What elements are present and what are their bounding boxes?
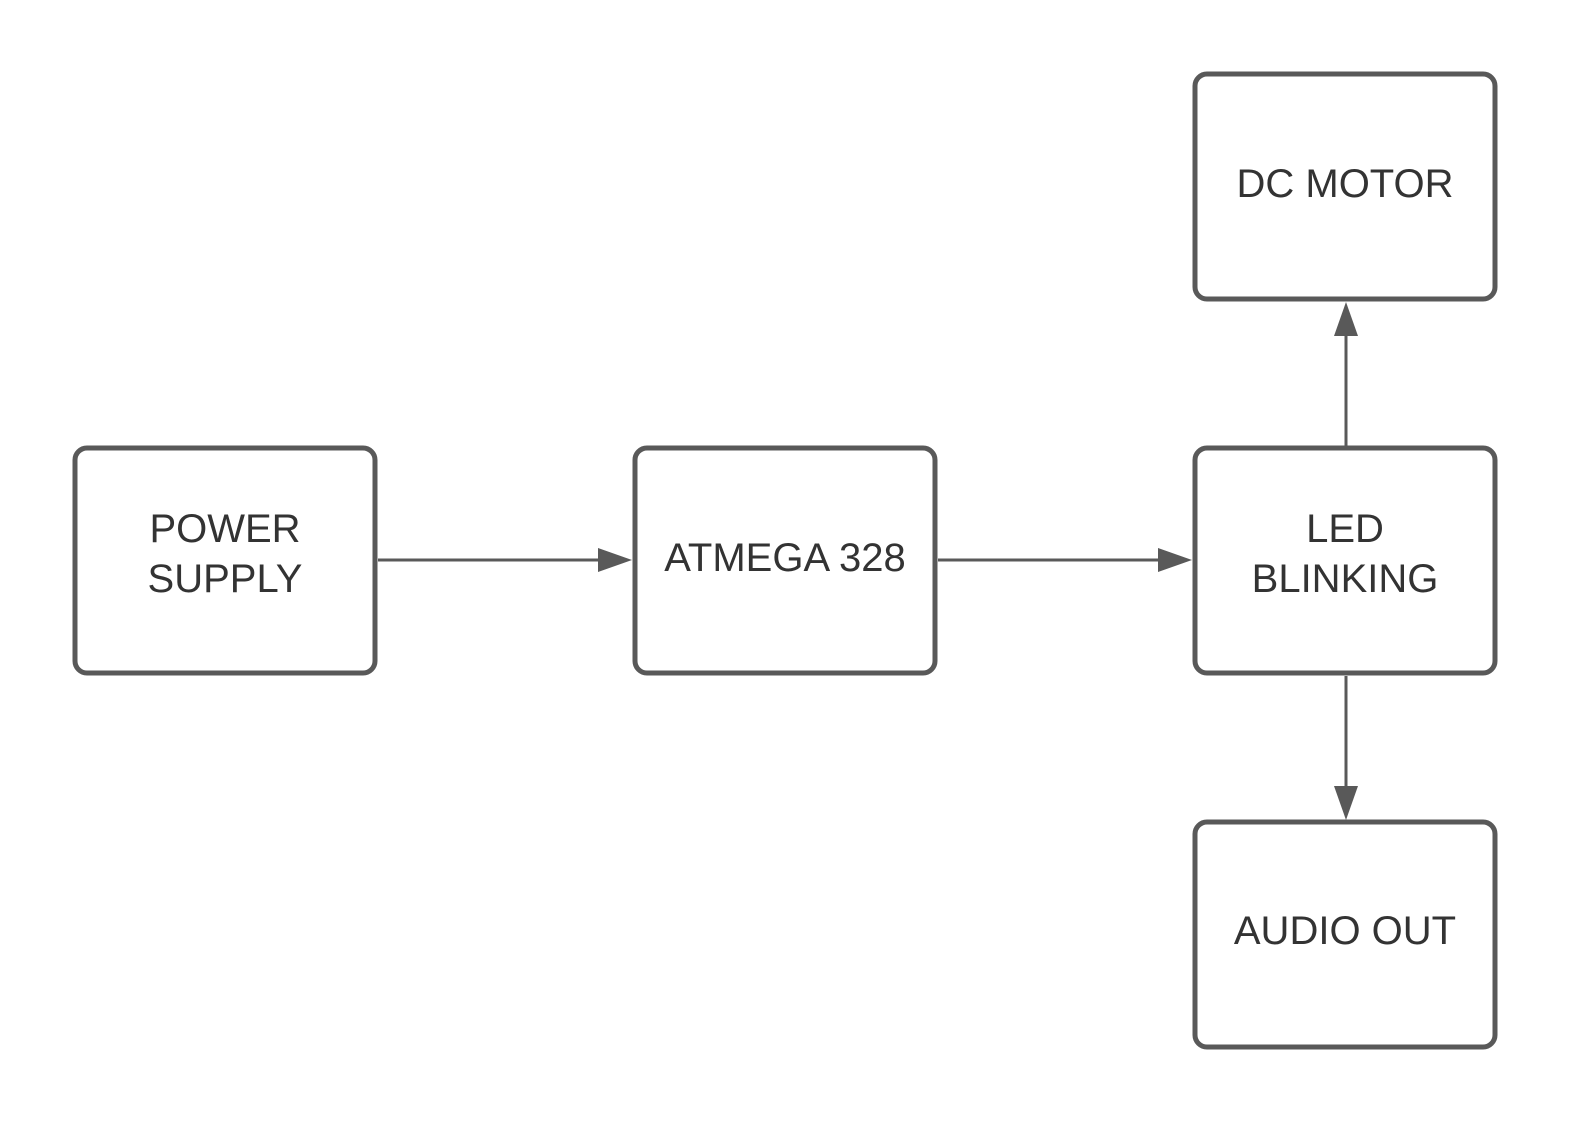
block-dc-motor-label: DC MOTOR (1236, 162, 1453, 206)
block-dc-motor: DC MOTOR (1192, 71, 1498, 302)
block-atmega-328-label: ATMEGA 328 (664, 536, 906, 580)
block-audio-out: AUDIO OUT (1192, 819, 1498, 1050)
connector-led-to-audio-out (1334, 676, 1358, 820)
connector-atmega-to-led (938, 548, 1192, 572)
block-power-supply-label-line-2: SUPPLY (148, 557, 303, 601)
block-power-supply-label-line-1: POWER (149, 507, 300, 551)
block-led-blinking-label-line-1: LED (1306, 507, 1384, 551)
block-atmega-328: ATMEGA 328 (632, 445, 938, 676)
connector-led-to-dc-motor (1334, 302, 1358, 446)
block-power-supply: POWER SUPPLY (72, 445, 378, 676)
block-audio-out-label: AUDIO OUT (1234, 909, 1456, 953)
block-led-blinking-label-line-2: BLINKING (1252, 557, 1439, 601)
block-led-blinking: LED BLINKING (1192, 445, 1498, 676)
connector-power-to-atmega (378, 548, 632, 572)
